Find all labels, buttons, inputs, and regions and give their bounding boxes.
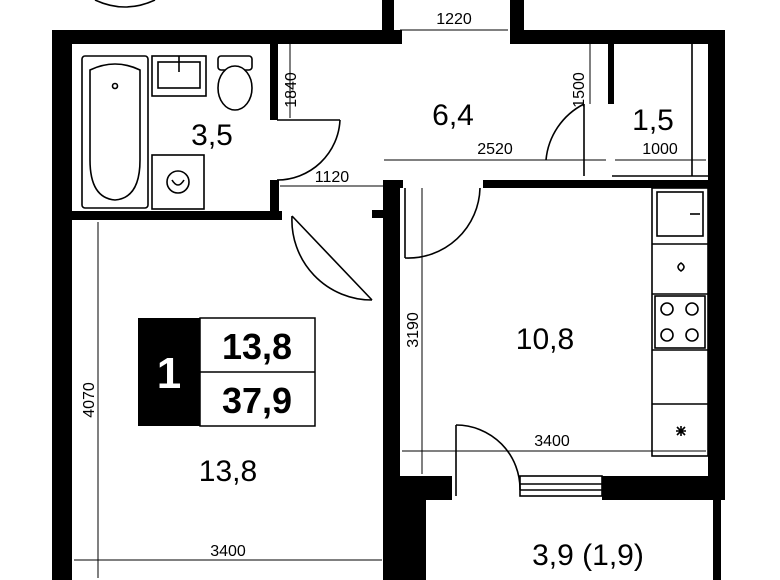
apartment-badge: 1 13,8 37,9	[138, 317, 316, 427]
badge-room-count: 1	[157, 349, 181, 398]
dim-kitchen-height: 3190	[405, 312, 422, 348]
dimension-lines	[74, 29, 706, 578]
door-balcony	[455, 424, 521, 496]
door-bedroom	[291, 215, 373, 301]
dim-bath-height: 1840	[283, 72, 300, 108]
area-closet: 1,5	[632, 104, 674, 137]
area-bathroom: 3,5	[191, 119, 233, 152]
toilet	[217, 55, 253, 111]
door-bathroom	[276, 119, 341, 181]
dim-entry-width: 1220	[436, 11, 472, 28]
dim-hall-width: 2520	[477, 141, 513, 158]
dim-bedroom-height: 4070	[81, 382, 98, 418]
dim-closet-width: 1000	[642, 141, 678, 158]
door-kitchen	[404, 187, 481, 259]
badge-total-area: 37,9	[222, 380, 292, 421]
area-bedroom: 13,8	[199, 455, 257, 488]
dim-kitchen-width: 3400	[534, 433, 570, 450]
dim-closet-height: 1500	[571, 72, 588, 108]
dim-bedroom-width: 3400	[210, 543, 246, 560]
sink	[151, 55, 207, 97]
bathtub	[81, 55, 149, 209]
area-kitchen: 10,8	[516, 323, 574, 356]
closet-shelves	[612, 44, 708, 177]
area-balcony: 3,9 (1,9)	[532, 539, 644, 572]
kitchen-counter	[651, 187, 709, 457]
washing-machine	[151, 154, 205, 210]
dim-bath-door-width: 1120	[315, 169, 350, 186]
badge-living-area: 13,8	[222, 326, 292, 367]
logo-fragment	[94, 0, 156, 8]
area-hall: 6,4	[432, 99, 474, 132]
balcony-window	[519, 475, 603, 497]
door-closet	[545, 103, 585, 176]
walls	[52, 0, 725, 580]
